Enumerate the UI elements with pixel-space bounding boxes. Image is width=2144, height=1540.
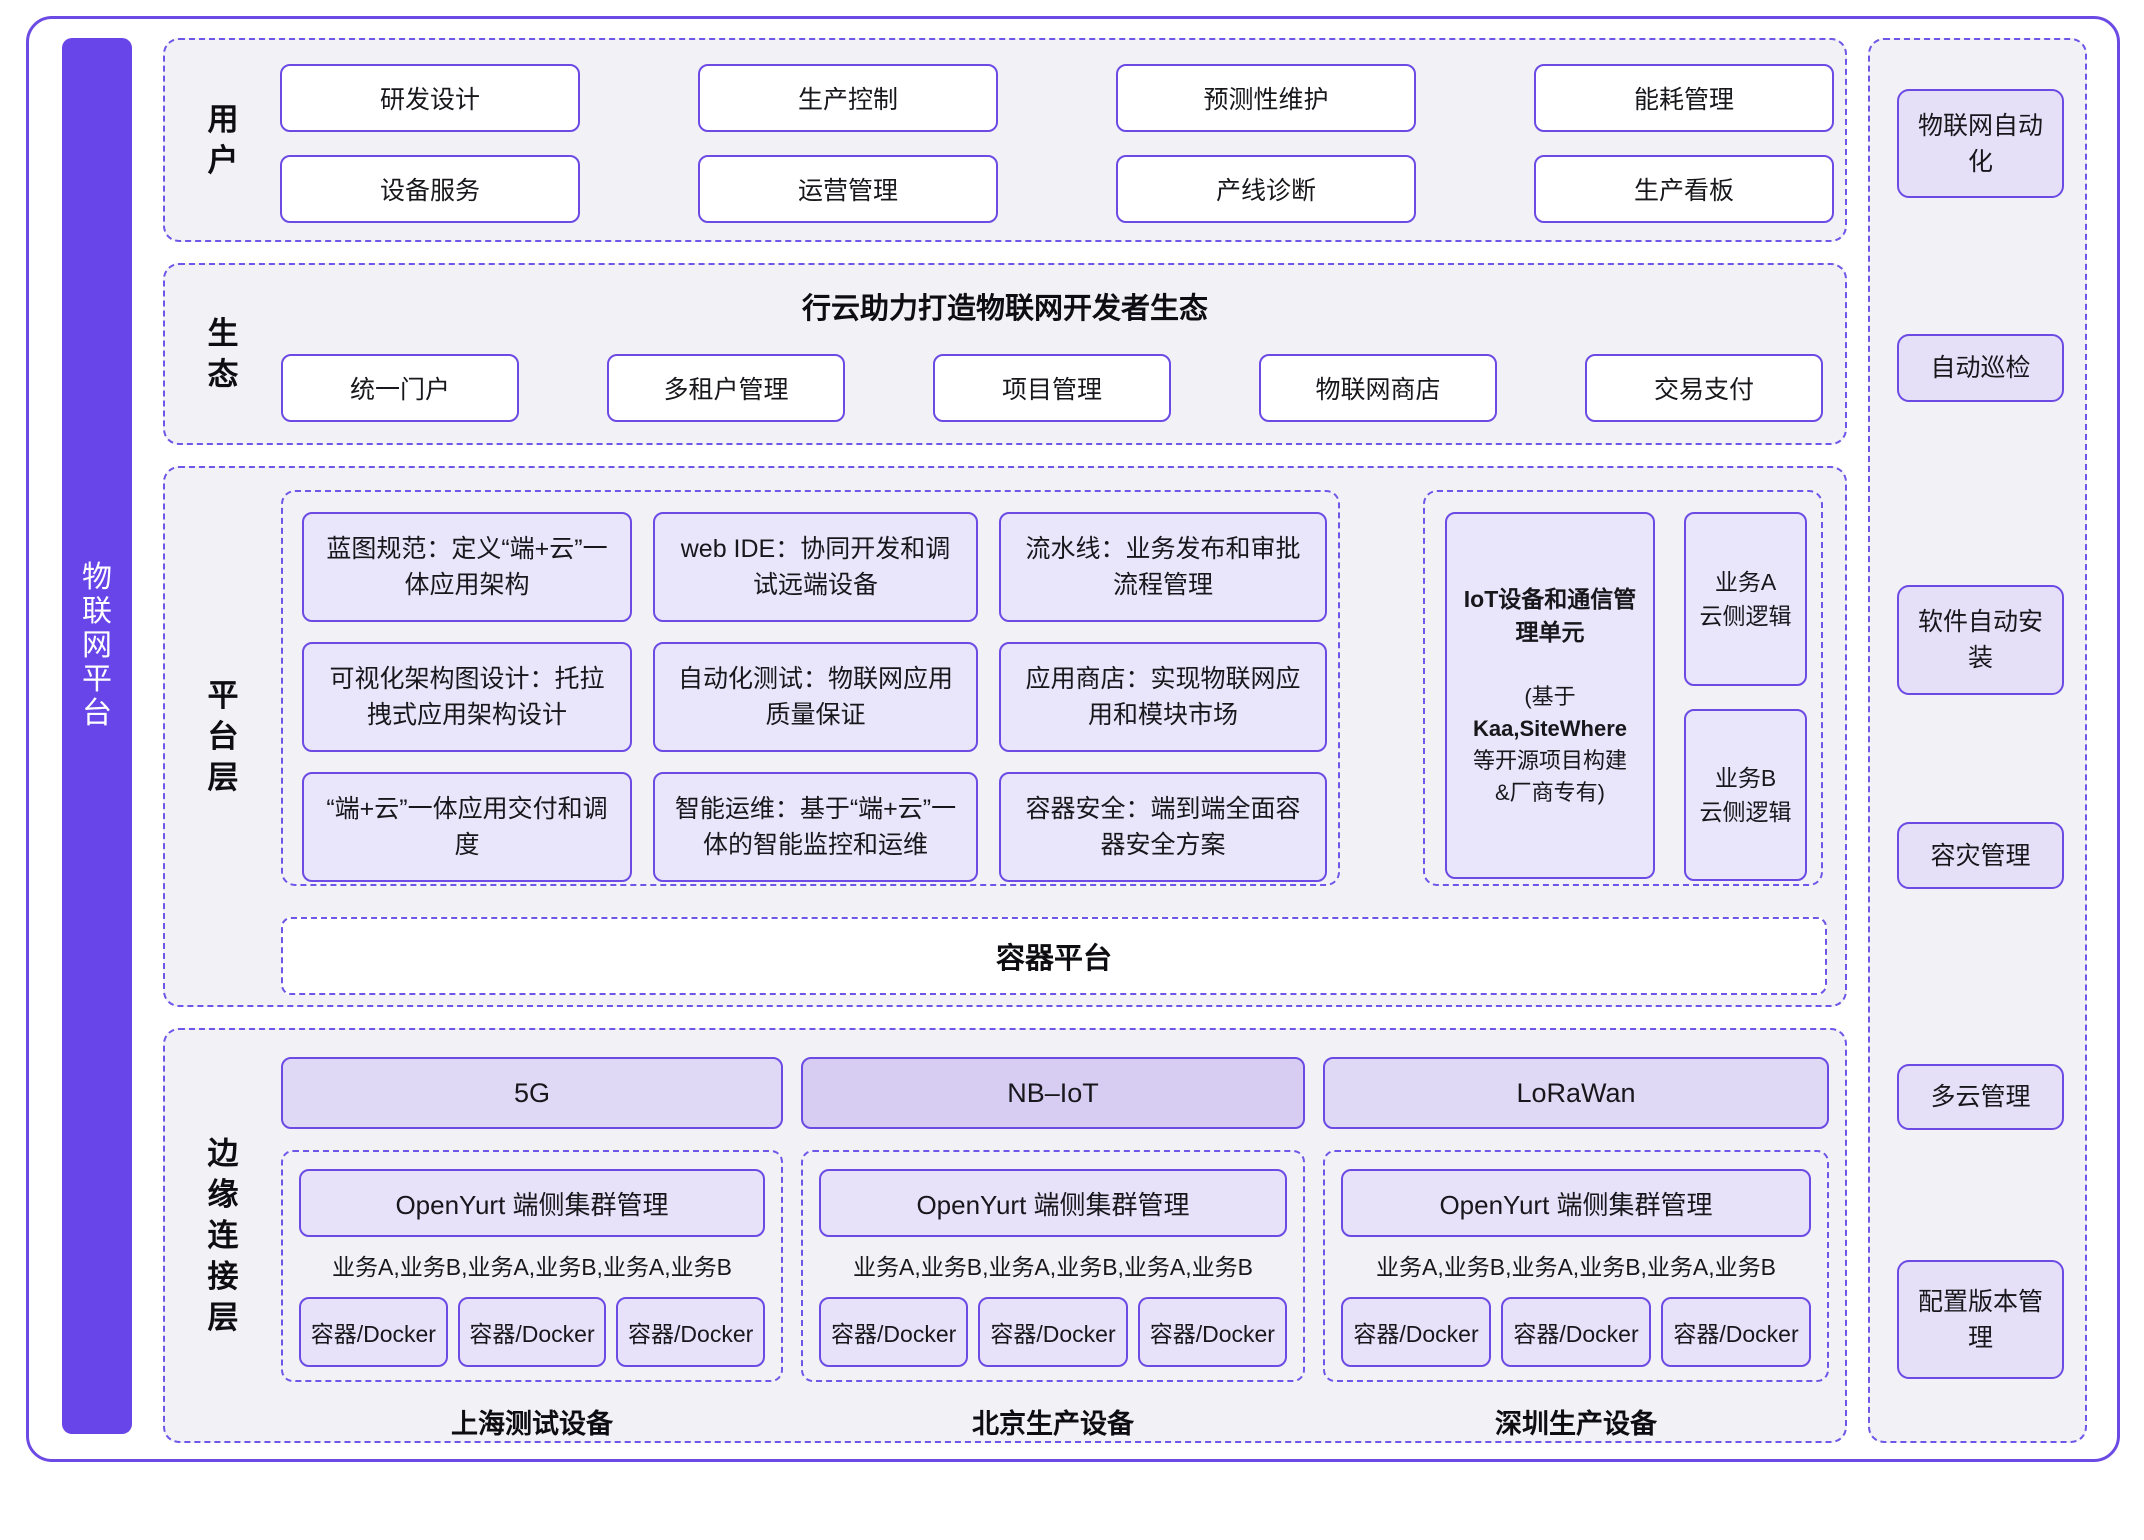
node-energy-management: 能耗管理 <box>1534 64 1834 132</box>
node-docker: 容器/Docker <box>1341 1297 1491 1367</box>
node-operations-management: 运营管理 <box>698 155 998 223</box>
caption-beijing: 北京生产设备 <box>972 1409 1134 1439</box>
node-multi-tenant: 多租户管理 <box>607 354 845 422</box>
section-edge-label: 边缘连接层 <box>207 1136 239 1335</box>
node-openyurt-shenzhen: OpenYurt 端侧集群管理 <box>1341 1169 1811 1237</box>
users-grid: 研发设计 生产控制 预测性维护 能耗管理 设备服务 运营管理 产线诊断 生产看板 <box>280 64 1834 223</box>
section-ecosystem-label-wrap: 生态 <box>201 265 245 443</box>
node-iot-store: 物联网商店 <box>1259 354 1497 422</box>
node-unified-portal: 统一门户 <box>281 354 519 422</box>
edge-group-beijing: NB–IoT OpenYurt 端侧集群管理 业务A,业务B,业务A,业务B,业… <box>801 1030 1305 1441</box>
node-project-management: 项目管理 <box>933 354 1171 422</box>
node-network-lorawan: LoRaWan <box>1323 1057 1829 1129</box>
node-docker: 容器/Docker <box>616 1297 766 1367</box>
node-network-5g: 5G <box>281 1057 783 1129</box>
node-production-control: 生产控制 <box>698 64 998 132</box>
platform-devops-group: 蓝图规范：定义“端+云”一体应用架构 web IDE：协同开发和调试远端设备 流… <box>281 490 1340 886</box>
ecosystem-title: 行云助力打造物联网开发者生态 <box>801 293 1208 325</box>
node-docker: 容器/Docker <box>819 1297 969 1367</box>
platform-title: 物联网平台 <box>82 561 112 730</box>
section-platform-label-wrap: 平台层 <box>201 468 245 1005</box>
business-a-line1: 业务A <box>1714 569 1777 595</box>
business-a-line2: 云侧逻辑 <box>1699 603 1792 629</box>
node-docker: 容器/Docker <box>1137 1297 1287 1367</box>
node-app-store: 应用商店：实现物联网应用和模块市场 <box>999 642 1327 752</box>
node-pipeline: 流水线：业务发布和审批流程管理 <box>999 512 1327 622</box>
device-group-shanghai: OpenYurt 端侧集群管理 业务A,业务B,业务A,业务B,业务A,业务B … <box>281 1150 783 1382</box>
node-intelligent-ops: 智能运维：基于“端+云”一体的智能监控和运维 <box>653 772 978 882</box>
node-predictive-maintenance: 预测性维护 <box>1116 64 1416 132</box>
business-b-line2: 云侧逻辑 <box>1699 799 1792 825</box>
section-platform-label: 平台层 <box>207 678 239 795</box>
section-users-label-wrap: 用户 <box>201 40 245 240</box>
edge-group-shenzhen: LoRaWan OpenYurt 端侧集群管理 业务A,业务B,业务A,业务B,… <box>1323 1030 1829 1441</box>
section-users: 用户 研发设计 生产控制 预测性维护 能耗管理 设备服务 运营管理 产线诊断 生… <box>163 38 1847 242</box>
docker-row-shanghai: 容器/Docker 容器/Docker 容器/Docker <box>299 1297 766 1367</box>
iot-unit-title: IoT设备和通信管理单元 <box>1463 585 1637 645</box>
node-blueprint-spec: 蓝图规范：定义“端+云”一体应用架构 <box>302 512 632 622</box>
services-list-beijing: 业务A,业务B,业务A,业务B,业务A,业务B <box>853 1254 1253 1280</box>
node-auto-software-install: 软件自动安装 <box>1897 585 2064 695</box>
business-b-line1: 业务B <box>1714 765 1777 791</box>
platform-title-bar: 物联网平台 <box>62 38 132 1434</box>
node-business-b-cloud-logic: 业务B 云侧逻辑 <box>1684 709 1807 881</box>
section-users-label: 用户 <box>207 102 239 178</box>
node-iot-automation: 物联网自动化 <box>1897 89 2064 198</box>
iot-unit-note-line3: 等开源项目构建 <box>1472 747 1627 773</box>
iot-unit-note-line2: Kaa,SiteWhere <box>1472 715 1628 741</box>
node-network-nbiot: NB–IoT <box>801 1057 1305 1129</box>
ecosystem-row: 统一门户 多租户管理 项目管理 物联网商店 交易支付 <box>281 354 1823 422</box>
iot-unit-note-line4: &厂商专有) <box>1494 779 1605 805</box>
docker-row-beijing: 容器/Docker 容器/Docker 容器/Docker <box>819 1297 1287 1367</box>
platform-feature-grid: 蓝图规范：定义“端+云”一体应用架构 web IDE：协同开发和调试远端设备 流… <box>302 512 1327 882</box>
device-group-beijing: OpenYurt 端侧集群管理 业务A,业务B,业务A,业务B,业务A,业务B … <box>801 1150 1305 1382</box>
caption-shenzhen: 深圳生产设备 <box>1495 1409 1657 1439</box>
section-edge: 边缘连接层 5G OpenYurt 端侧集群管理 业务A,业务B,业务A,业务B… <box>163 1028 1847 1443</box>
services-list-shenzhen: 业务A,业务B,业务A,业务B,业务A,业务B <box>1376 1254 1776 1280</box>
node-docker: 容器/Docker <box>978 1297 1128 1367</box>
node-container-security: 容器安全：端到端全面容器安全方案 <box>999 772 1327 882</box>
node-disaster-recovery: 容灾管理 <box>1897 822 2064 889</box>
section-platform: 平台层 蓝图规范：定义“端+云”一体应用架构 web IDE：协同开发和调试远端… <box>163 466 1847 1170</box>
node-visual-architecture: 可视化架构图设计：托拉拽式应用架构设计 <box>302 642 632 752</box>
node-edge-cloud-delivery: “端+云”一体应用交付和调度 <box>302 772 632 882</box>
section-automation-rail: 物联网自动化 自动巡检 软件自动安装 容灾管理 多云管理 配置版本管理 <box>1868 38 2087 1443</box>
node-business-a-cloud-logic: 业务A 云侧逻辑 <box>1684 512 1807 686</box>
platform-iot-group: IoT设备和通信管理单元 (基于 Kaa,SiteWhere 等开源项目构建 &… <box>1423 490 1823 886</box>
node-trade-payment: 交易支付 <box>1585 354 1823 422</box>
section-ecosystem: 生态 行云助力打造物联网开发者生态 统一门户 多租户管理 项目管理 物联网商店 … <box>163 263 1847 445</box>
caption-shanghai: 上海测试设备 <box>451 1409 613 1439</box>
edge-group-shanghai: 5G OpenYurt 端侧集群管理 业务A,业务B,业务A,业务B,业务A,业… <box>281 1030 783 1441</box>
section-ecosystem-label: 生态 <box>207 316 239 392</box>
node-container-platform: 容器平台 <box>281 917 1827 995</box>
node-production-dashboard: 生产看板 <box>1534 155 1834 223</box>
device-group-shenzhen: OpenYurt 端侧集群管理 业务A,业务B,业务A,业务B,业务A,业务B … <box>1323 1150 1829 1382</box>
node-openyurt-beijing: OpenYurt 端侧集群管理 <box>819 1169 1287 1237</box>
node-line-diagnosis: 产线诊断 <box>1116 155 1416 223</box>
node-docker: 容器/Docker <box>1661 1297 1811 1367</box>
node-rd-design: 研发设计 <box>280 64 580 132</box>
node-multicloud-management: 多云管理 <box>1897 1064 2064 1130</box>
node-docker: 容器/Docker <box>457 1297 607 1367</box>
iot-unit-note-line1: (基于 <box>1524 683 1576 709</box>
node-docker: 容器/Docker <box>299 1297 448 1367</box>
node-docker: 容器/Docker <box>1501 1297 1651 1367</box>
services-list-shanghai: 业务A,业务B,业务A,业务B,业务A,业务B <box>332 1254 732 1280</box>
node-config-version-management: 配置版本管理 <box>1897 1260 2064 1379</box>
node-openyurt-shanghai: OpenYurt 端侧集群管理 <box>299 1169 765 1237</box>
node-device-service: 设备服务 <box>280 155 580 223</box>
section-edge-label-wrap: 边缘连接层 <box>201 1030 245 1441</box>
node-auto-testing: 自动化测试：物联网应用质量保证 <box>653 642 978 752</box>
node-web-ide: web IDE：协同开发和调试远端设备 <box>653 512 978 622</box>
node-auto-inspection: 自动巡检 <box>1897 334 2064 402</box>
docker-row-shenzhen: 容器/Docker 容器/Docker 容器/Docker <box>1341 1297 1811 1367</box>
node-iot-management-unit: IoT设备和通信管理单元 (基于 Kaa,SiteWhere 等开源项目构建 &… <box>1445 512 1655 879</box>
